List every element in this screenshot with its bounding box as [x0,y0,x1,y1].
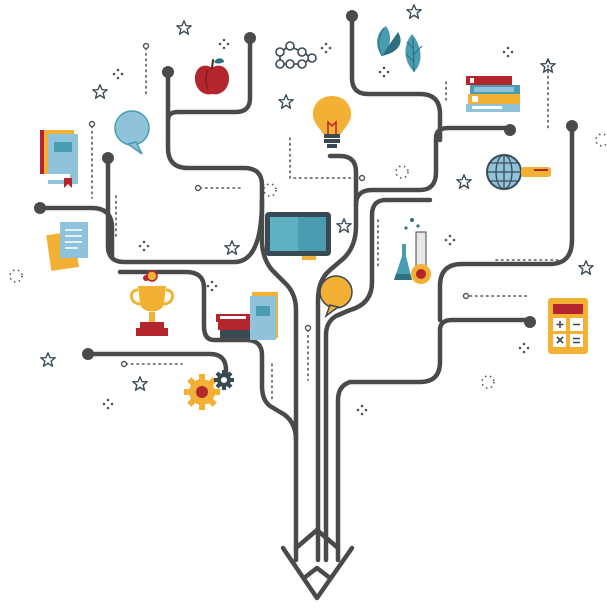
speech-bubble-icon [114,110,150,155]
sparkle [502,46,514,58]
star-icon [92,84,108,99]
star-icon [176,20,192,35]
yellow-speech-bubble-icon [319,275,353,319]
star-icon [406,4,422,19]
dot-end [358,174,366,182]
end-dot [504,124,516,136]
sparkle [102,398,114,410]
star-icon [278,94,294,109]
star-icon [224,240,240,255]
branch-lower-left [117,269,299,443]
sparkle [356,404,368,416]
branch-apple [165,35,265,188]
sparkle [444,234,456,246]
sparkle [378,66,390,78]
sparkle [112,68,124,80]
dot-end [142,42,150,50]
dotted-guides [91,47,561,401]
dotted-line [289,137,361,179]
star-icon [578,260,594,275]
dotted-circle [595,133,607,147]
star-icon [456,174,472,189]
flask-icon [394,218,431,284]
trophy-icon [130,270,174,336]
books-icon [40,130,78,188]
leaves-icon [377,26,423,73]
dotted-circle [395,165,409,179]
tree-branches [37,13,575,601]
branch-leaves [327,153,359,208]
sparkle [206,280,218,292]
end-dot [244,32,256,44]
book-stack-icon [466,76,520,112]
star-icon [540,58,556,73]
molecule-icon [275,41,317,69]
sparkles [102,38,530,416]
pencil-tip-lead [301,565,333,581]
books-bundle-icon [216,292,278,340]
dot-end [194,184,202,192]
calculator-icon [548,298,588,354]
dotted-circle [263,183,277,197]
pencil-right-edge [335,317,533,563]
end-dot [82,348,94,360]
sparkle [320,42,332,54]
sparkle [218,38,230,50]
stars [40,4,594,391]
dotted-circle [9,269,23,283]
pencil-tip [280,545,355,601]
branch-inner-left [315,125,513,563]
end-dot [566,120,578,132]
sparkle [518,342,530,354]
star-icon [336,218,352,233]
small-dot-ends [88,42,470,368]
dot-end [88,120,96,128]
apple-icon [194,58,230,95]
lightbulb-icon [312,96,352,148]
end-dot [34,202,46,214]
branch-right-long [437,123,575,323]
sparkle [138,240,150,252]
end-dot [346,10,358,22]
gears-icon [184,370,234,410]
star-icon [132,376,148,391]
dotted-circles [9,133,607,389]
dotted-circle [481,375,495,389]
branch-books-left [105,157,265,265]
globe-magnifier-icon [486,154,551,190]
branch-trophy-line [85,351,229,383]
branch-top-center [349,13,443,143]
pencil-left-edge [259,182,299,563]
end-dot [162,66,174,78]
documents-icon [46,222,88,271]
dot-end [304,324,312,332]
branch-inner-right [323,197,433,563]
end-dot [102,152,114,164]
star-icon [40,352,56,367]
branch-end-dots [34,10,578,360]
dot-end [120,360,128,368]
tablet-icon [265,212,331,260]
branch-docs-left [37,205,115,259]
dot-end [462,292,470,300]
end-dot [524,316,536,328]
